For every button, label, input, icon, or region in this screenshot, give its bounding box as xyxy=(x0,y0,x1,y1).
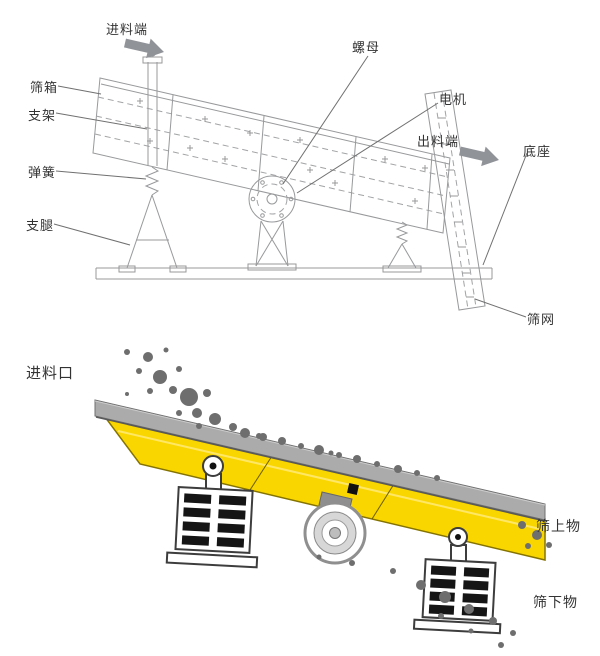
material-particles xyxy=(124,347,552,648)
particle xyxy=(434,475,440,481)
base-frame xyxy=(95,267,493,280)
particle xyxy=(414,470,420,476)
particle xyxy=(196,423,202,429)
particle xyxy=(438,613,444,619)
particle xyxy=(416,580,426,590)
particle xyxy=(278,437,286,445)
label-spring: 弹簧 xyxy=(28,166,57,181)
center-support-column xyxy=(247,220,297,271)
label-feed-end: 进料端 xyxy=(106,23,149,38)
particle xyxy=(240,428,250,438)
right-support-stand xyxy=(382,221,422,273)
technical-drawing xyxy=(53,38,528,318)
particle xyxy=(546,542,552,548)
particle xyxy=(510,630,516,636)
particle xyxy=(394,465,402,473)
particle xyxy=(124,349,130,355)
leader-spring xyxy=(55,170,147,180)
particle xyxy=(464,604,474,614)
right-spring-damper xyxy=(412,527,502,635)
particle xyxy=(147,388,153,394)
leader-support-frame xyxy=(55,112,148,130)
particle xyxy=(532,530,542,540)
label-screen-box: 筛箱 xyxy=(30,81,59,96)
particle xyxy=(518,521,526,529)
screen-box-plate xyxy=(92,77,451,234)
particle xyxy=(136,368,142,374)
particle xyxy=(180,388,198,406)
particle xyxy=(153,370,167,384)
particle xyxy=(256,433,262,439)
bolt-head xyxy=(347,483,359,495)
particle xyxy=(316,554,322,560)
label-undersize: 筛下物 xyxy=(533,595,578,611)
vibrator-exciter xyxy=(303,483,367,565)
label-feed-inlet: 进料口 xyxy=(26,364,75,382)
particle xyxy=(390,568,396,574)
schematic-illustration xyxy=(94,347,552,648)
label-motor: 电机 xyxy=(439,93,468,108)
particle xyxy=(489,617,497,625)
leader-support-leg xyxy=(53,223,131,246)
particle xyxy=(143,352,153,362)
leader-screen-mesh xyxy=(474,298,527,318)
particle xyxy=(229,423,237,431)
leader-lines xyxy=(53,55,528,318)
particle xyxy=(192,408,202,418)
label-support-frame: 支架 xyxy=(28,109,57,124)
particle xyxy=(468,628,474,634)
label-base: 底座 xyxy=(523,145,552,160)
particle xyxy=(163,347,169,353)
label-nut: 螺母 xyxy=(352,41,381,56)
particle xyxy=(298,443,304,449)
particle xyxy=(209,413,221,425)
material-layer-bar xyxy=(94,399,546,522)
particle xyxy=(525,543,531,549)
particle xyxy=(176,366,182,372)
particle xyxy=(349,560,355,566)
label-discharge-end: 出料端 xyxy=(417,135,460,150)
label-screen-mesh: 筛网 xyxy=(527,313,556,328)
particle xyxy=(328,450,334,456)
particle xyxy=(353,455,361,463)
leader-base xyxy=(482,152,528,266)
exciter-motor xyxy=(248,175,296,223)
panel-divider-lines xyxy=(166,94,433,230)
leader-nut xyxy=(282,55,369,185)
particle xyxy=(203,389,211,397)
right-spring-coil xyxy=(395,221,409,245)
discharge-direction-arrow xyxy=(458,146,499,167)
left-spring-coil xyxy=(144,166,160,196)
bolt-marks xyxy=(137,98,428,204)
particle xyxy=(169,386,177,394)
particle xyxy=(336,452,342,458)
left-spring-damper xyxy=(165,455,259,569)
screen-mesh-panel xyxy=(424,89,486,311)
leader-motor xyxy=(296,102,439,194)
particle xyxy=(314,445,324,455)
particle xyxy=(125,392,129,396)
particle xyxy=(439,591,451,603)
feed-direction-arrow xyxy=(123,38,164,59)
deck-panel-lines xyxy=(249,455,395,520)
particle xyxy=(498,642,504,648)
label-support-leg: 支腿 xyxy=(26,219,55,234)
leader-screen-box xyxy=(57,85,102,95)
particle xyxy=(176,410,182,416)
left-support-stand xyxy=(118,166,187,273)
particle xyxy=(374,461,380,467)
left-hanger-post xyxy=(142,49,163,166)
label-oversize: 筛上物 xyxy=(536,519,581,535)
